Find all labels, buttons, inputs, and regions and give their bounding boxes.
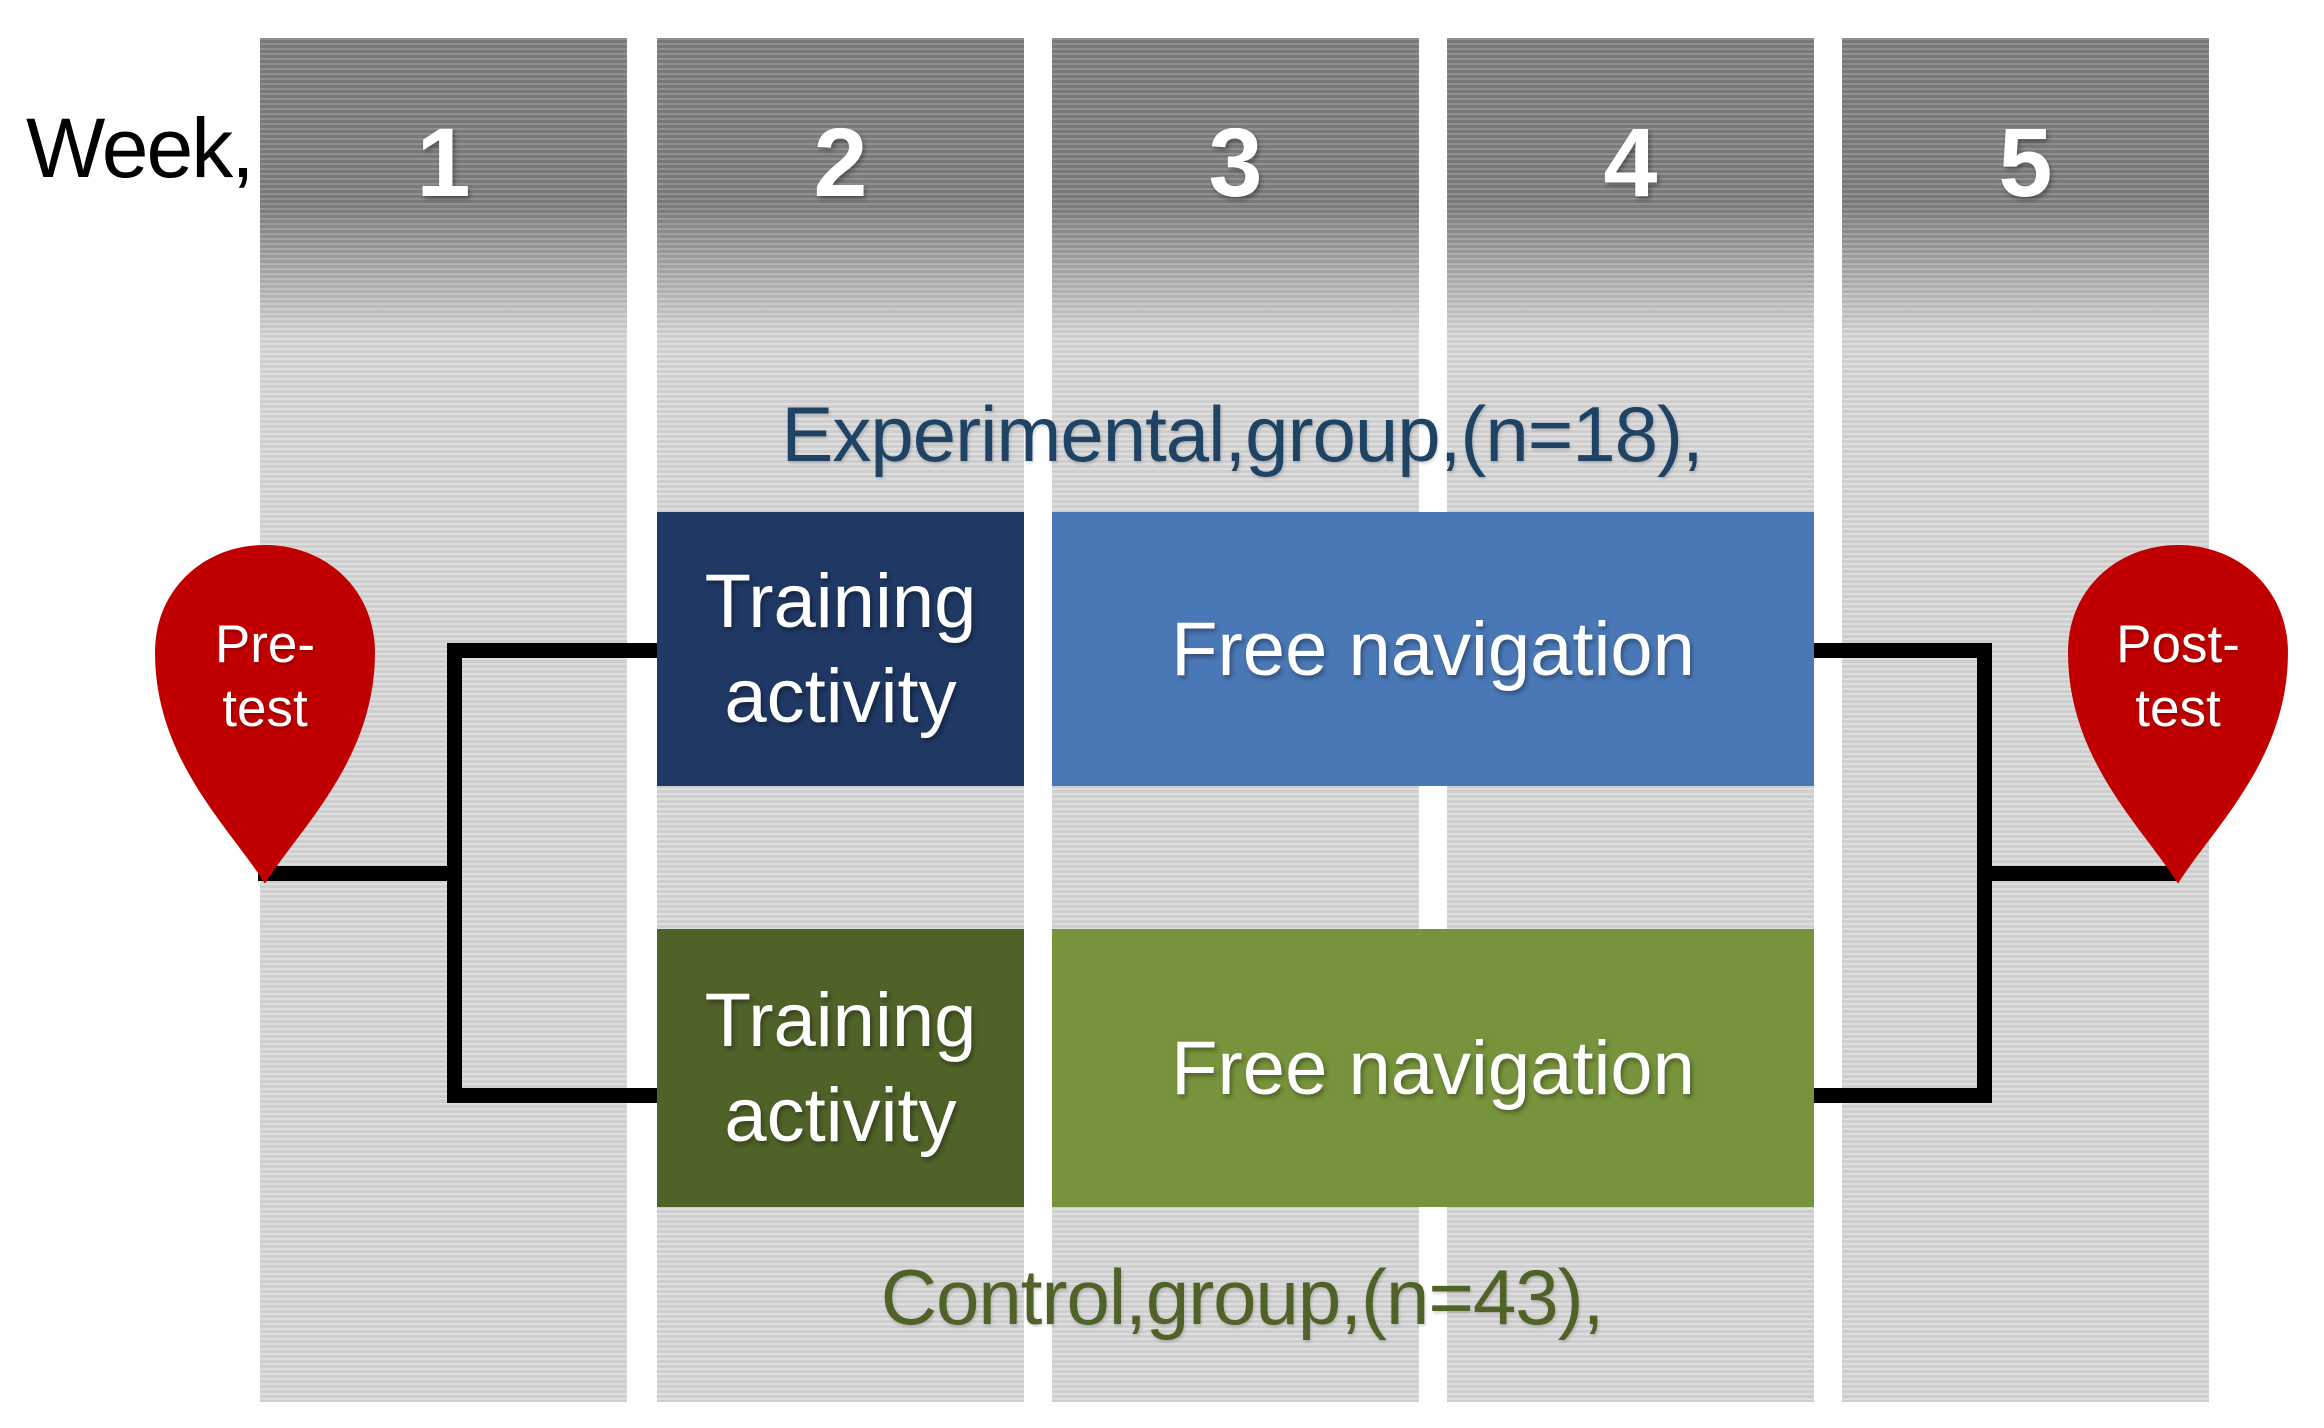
connector-line-right-bottom-branch <box>1814 1088 1986 1103</box>
post-test-line2: test <box>2135 679 2221 739</box>
week-number-label: 5 <box>1998 108 2053 217</box>
connector-line-pretest-horizontal <box>258 866 456 881</box>
control-free-navigation-box: Free navigation <box>1052 929 1814 1207</box>
control-training-activity-box: Training activity <box>657 929 1024 1207</box>
experimental-training-activity-box: Training activity <box>657 512 1024 786</box>
week-number-label: 2 <box>813 108 868 217</box>
week-number-label: 3 <box>1208 108 1263 217</box>
experimental-free-navigation-box: Free navigation <box>1052 512 1814 786</box>
pre-test-line2: test <box>222 679 308 739</box>
pre-test-pin-label: Pre- test <box>148 569 382 785</box>
control-group-label: Control,group,(n=43), <box>880 1252 1605 1341</box>
location-pin-icon <box>155 545 375 884</box>
pre-test-pin-icon: Pre- test <box>148 538 382 886</box>
pre-test-line1: Pre- <box>214 615 316 675</box>
experimental-group-label: Experimental,group,(n=18), <box>781 389 1703 478</box>
post-test-pin-icon: Post- test <box>2061 538 2295 886</box>
connector-line-left-bottom-branch <box>455 1088 657 1103</box>
connector-line-left-vertical <box>447 643 462 1103</box>
experimental-training-activity-label: Training activity <box>704 559 977 739</box>
week-number-label: 4 <box>1603 108 1658 217</box>
post-test-pin-label: Post- test <box>2061 569 2295 785</box>
connector-line-left-top-branch <box>455 643 657 658</box>
experimental-free-navigation-label: Free navigation <box>1171 606 1695 692</box>
control-training-activity-label: Training activity <box>704 978 977 1158</box>
location-pin-icon <box>2068 545 2288 884</box>
week-number-label: 1 <box>416 108 471 217</box>
connector-line-right-top-branch <box>1814 643 1986 658</box>
week-axis-label: Week, <box>26 100 255 195</box>
control-free-navigation-label: Free navigation <box>1171 1025 1695 1111</box>
post-test-line1: Post- <box>2116 615 2240 675</box>
connector-line-posttest-horizontal <box>1984 866 2176 881</box>
